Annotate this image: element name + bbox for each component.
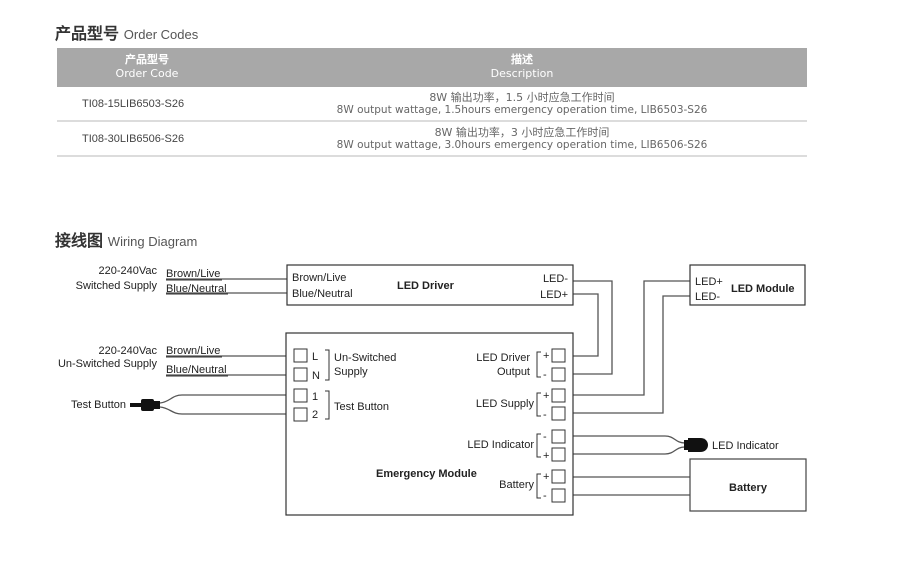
unswitched-wire-neutral: Blue/Neutral	[166, 364, 227, 376]
led-supply-label: LED Supply	[476, 398, 535, 410]
wire-led-supply-neg	[566, 295, 690, 414]
wire-indicator-neg	[566, 435, 686, 444]
description-cn: 8W 输出功率，3 小时应急工作时间	[434, 125, 610, 139]
terminal-battery-pos	[551, 469, 566, 484]
unswitched-wire-live: Brown/Live	[166, 345, 220, 357]
driver-in-neutral: Blue/Neutral	[292, 288, 353, 300]
switched-wire-live: Brown/Live	[166, 268, 220, 280]
module-neg: LED-	[695, 291, 720, 303]
module-pos: LED+	[695, 276, 723, 288]
led-module-title: LED Module	[731, 283, 795, 295]
led-indicator-label: LED Indicator	[467, 439, 534, 451]
terminal-driver-pos	[551, 348, 566, 363]
minus-sign: -	[543, 369, 547, 381]
led-driver-title: LED Driver	[397, 280, 455, 292]
unswitched-label-1: Un-Switched	[334, 352, 396, 364]
terminal-supply-neg	[551, 406, 566, 421]
plus-sign: +	[543, 350, 549, 362]
driver-out-pos: LED+	[540, 289, 568, 301]
wiring-title-cn: 接线图	[55, 231, 104, 250]
driver-output-label-2: Output	[497, 366, 530, 378]
test-button-external-label: Test Button	[71, 399, 126, 411]
wire-test-1	[159, 394, 294, 404]
terminal-supply-pos	[551, 388, 566, 403]
table-row: TI08-30LIB6506-S26 8W 输出功率，3 小时应急工作时间 8W…	[57, 121, 807, 157]
order-codes-title-en: Order Codes	[123, 27, 199, 42]
header-order-code-en: Order Code	[115, 67, 179, 80]
order-code-cell: TI08-30LIB6506-S26	[57, 121, 237, 157]
header-order-code-cn: 产品型号	[125, 53, 169, 66]
table-header-row: 产品型号 Order Code 描述 Description	[57, 48, 807, 87]
terminal-battery-neg	[551, 488, 566, 503]
header-description-en: Description	[490, 67, 554, 80]
wire-driver-pos	[566, 293, 599, 357]
plus-sign: +	[543, 471, 549, 483]
led-module-box	[689, 264, 806, 306]
plus-sign: +	[543, 450, 549, 462]
plus-sign: +	[543, 390, 549, 402]
minus-sign: -	[543, 409, 547, 421]
battery-box-label: Battery	[729, 482, 768, 494]
terminal-N	[293, 367, 308, 382]
driver-output-label-1: LED Driver	[476, 352, 530, 364]
header-order-code: 产品型号 Order Code	[57, 48, 237, 87]
description-cn: 8W 输出功率，1.5 小时应急工作时间	[429, 90, 615, 104]
order-codes-table: 产品型号 Order Code 描述 Description TI08-15LI…	[57, 48, 807, 157]
table-row: TI08-15LIB6503-S26 8W 输出功率，1.5 小时应急工作时间 …	[57, 87, 807, 122]
battery-label: Battery	[499, 479, 534, 491]
order-codes-title-cn: 产品型号	[55, 24, 120, 43]
order-codes-title: 产品型号 Order Codes	[55, 20, 198, 44]
header-description-cn: 描述	[511, 53, 533, 66]
driver-in-live: Brown/Live	[292, 272, 346, 284]
description-cell: 8W 输出功率，1.5 小时应急工作时间 8W output wattage, …	[237, 87, 807, 122]
terminal-indicator-neg	[551, 429, 566, 444]
terminal-N-label: N	[312, 370, 320, 382]
terminal-1-label: 1	[312, 391, 318, 403]
terminal-2	[293, 407, 308, 422]
description-cell: 8W 输出功率，3 小时应急工作时间 8W output wattage, 3.…	[237, 121, 807, 157]
minus-sign: -	[543, 490, 547, 502]
test-button-label: Test Button	[334, 401, 389, 413]
description-en: 8W output wattage, 1.5hours emergency op…	[336, 103, 708, 116]
test-button-plug-icon	[130, 399, 160, 411]
wiring-title-en: Wiring Diagram	[107, 234, 198, 249]
led-indicator-icon	[684, 438, 708, 452]
switched-supply-label: Switched Supply	[76, 280, 158, 292]
wire-indicator-pos	[566, 446, 686, 455]
unswitched-label-2: Supply	[334, 366, 368, 378]
wire-driver-neg	[566, 280, 613, 375]
switched-wire-neutral: Blue/Neutral	[166, 283, 227, 295]
terminal-L	[293, 348, 308, 363]
unswitched-supply-label: Un-Switched Supply	[58, 358, 158, 370]
terminal-2-label: 2	[312, 409, 318, 421]
wiring-diagram-title: 接线图 Wiring Diagram	[55, 227, 197, 251]
header-description: 描述 Description	[237, 48, 807, 87]
switched-voltage: 220-240Vac	[98, 265, 157, 277]
wire-led-supply-pos	[566, 280, 690, 396]
battery-box	[689, 458, 807, 512]
minus-sign: -	[543, 431, 547, 443]
led-indicator-external-label: LED Indicator	[712, 440, 779, 452]
emergency-module-box	[285, 332, 574, 516]
description-en: 8W output wattage, 3.0hours emergency op…	[336, 138, 708, 151]
terminal-driver-neg	[551, 367, 566, 382]
driver-out-neg: LED-	[543, 273, 568, 285]
terminal-L-label: L	[312, 351, 318, 363]
unswitched-voltage: 220-240Vac	[98, 345, 157, 357]
emergency-module-title: Emergency Module	[376, 468, 477, 480]
order-code-cell: TI08-15LIB6503-S26	[57, 87, 237, 122]
terminal-1	[293, 388, 308, 403]
wire-test-2	[159, 406, 294, 415]
terminal-indicator-pos	[551, 447, 566, 462]
led-driver-box	[286, 264, 574, 306]
